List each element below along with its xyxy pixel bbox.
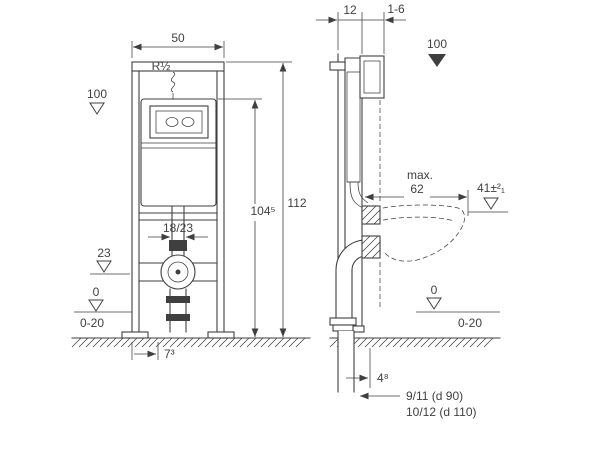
side-floor-range: 0-20 (458, 316, 482, 330)
mounting-frame (121, 61, 235, 339)
drain-collar (329, 317, 357, 326)
front-dim-1045: 104⁵ (251, 204, 276, 218)
connection-blocks (361, 205, 381, 259)
level-23-marker (96, 260, 112, 273)
front-level-100-label: 100 (87, 87, 107, 101)
flush-bend (169, 240, 187, 251)
side-dim-41: 41±²₁ (477, 181, 505, 195)
side-dim-48: 4⁸ (377, 371, 389, 385)
side-dim-62: 62 (410, 182, 424, 196)
drain-pipe-below-floor (337, 330, 355, 393)
level-100-marker-side (428, 54, 446, 67)
side-level-0-label: 0 (431, 283, 438, 297)
ground (71, 311, 501, 348)
side-drain-d110: 10/12 (d 110) (406, 405, 477, 419)
flush-plate-profile (359, 55, 385, 99)
drain-elbow (329, 239, 381, 393)
front-dim-73: 7³ (164, 347, 175, 361)
front-dim-112: 112 (287, 196, 306, 210)
level-41-marker (483, 197, 499, 210)
foot-plate-left (121, 331, 149, 339)
front-dim-50: 50 (171, 31, 185, 45)
cistern-profile (346, 71, 361, 183)
level-0-marker-side (426, 297, 442, 310)
wall-anchor (329, 61, 346, 71)
flush-pipe (169, 205, 187, 256)
flush-button-large (181, 117, 195, 127)
side-level-100-label: 100 (427, 37, 447, 51)
flush-pipe-profile (347, 181, 369, 209)
side-max-label: max. (407, 168, 433, 182)
front-view: 50 R½ 100 112 104⁵ 18/23 23 0 0-20 7³ (80, 31, 307, 361)
flush-button-small (165, 117, 179, 127)
water-supply-icon (170, 71, 176, 99)
side-dim-12: 12 (343, 3, 357, 17)
front-dim-23: 23 (97, 246, 111, 260)
front-dimensions: 50 R½ 100 112 104⁵ 18/23 23 0 0-20 7³ (80, 31, 307, 361)
outlet-socket (160, 254, 196, 290)
foot-plate-right (207, 331, 235, 339)
side-drain-d90: 9/11 (d 90) (406, 389, 463, 403)
front-dim-1823: 18/23 (163, 221, 193, 235)
level-100-marker (89, 102, 105, 115)
side-dimensions: 12 1-6 100 max. 62 41±²₁ 0 0-20 4⁸ 9/11 … (316, 2, 508, 419)
ground-hatch-left (71, 337, 306, 348)
level-0-marker-front (88, 299, 104, 312)
side-dim-16: 1-6 (387, 2, 405, 16)
cistern (140, 98, 217, 207)
front-floor-range: 0-20 (80, 316, 104, 330)
front-level-0-label: 0 (93, 285, 100, 299)
side-view: 12 1-6 100 max. 62 41±²₁ 0 0-20 4⁸ 9/11 … (316, 2, 508, 419)
drain-pipe-front (166, 288, 190, 333)
wc-bowl-outline (382, 204, 465, 262)
front-supply-label: R½ (152, 59, 171, 73)
